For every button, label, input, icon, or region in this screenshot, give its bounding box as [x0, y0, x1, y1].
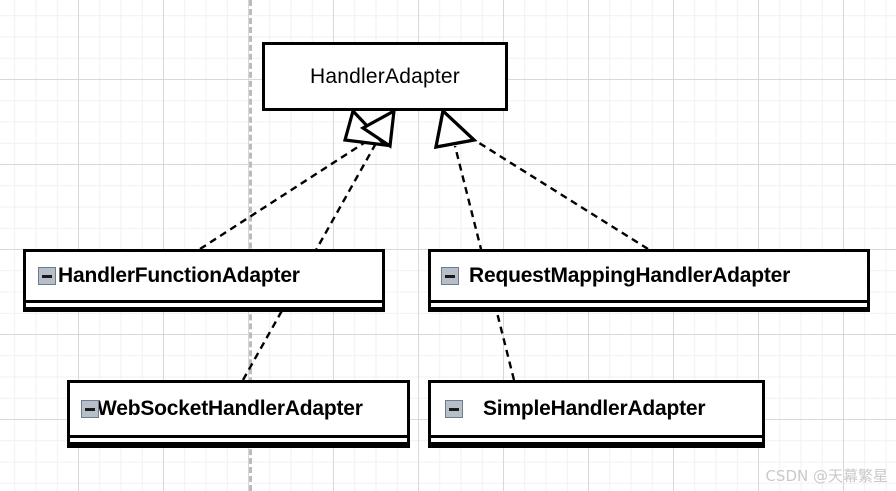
class-name-cell: HandlerAdapter	[265, 45, 505, 108]
watermark-text: CSDN @天幕繁星	[765, 467, 888, 485]
class-box-simple-handler-adapter[interactable]: SimpleHandlerAdapter	[428, 380, 765, 448]
collapse-minus-icon[interactable]	[38, 267, 56, 285]
class-name-label: WebSocketHandlerAdapter	[97, 397, 363, 420]
class-box-websocket-handler-adapter[interactable]: WebSocketHandlerAdapter	[67, 380, 410, 448]
class-name-cell: SimpleHandlerAdapter	[431, 383, 762, 435]
class-name-label: SimpleHandlerAdapter	[483, 397, 706, 420]
class-box-request-mapping-handler-adapter[interactable]: RequestMappingHandlerAdapter	[428, 249, 870, 312]
attributes-compartment	[431, 300, 867, 307]
class-name-cell: RequestMappingHandlerAdapter	[431, 252, 867, 300]
edge-websocket-handler-adapter	[241, 108, 396, 381]
attributes-compartment	[26, 300, 382, 307]
class-name-label: HandlerAdapter	[310, 64, 460, 88]
edge-handler-function-adapter	[199, 107, 390, 251]
class-box-handler-adapter[interactable]: HandlerAdapter	[262, 42, 508, 111]
class-box-handler-function-adapter[interactable]: HandlerFunctionAdapter	[23, 249, 385, 312]
operations-compartment	[70, 442, 407, 449]
class-name-cell: WebSocketHandlerAdapter	[70, 383, 407, 435]
class-name-cell: HandlerFunctionAdapter	[26, 252, 382, 300]
operations-compartment	[431, 307, 867, 314]
collapse-minus-icon[interactable]	[81, 400, 99, 418]
inheritance-arrowhead-2	[433, 107, 478, 149]
operations-compartment	[26, 307, 382, 314]
collapse-minus-icon[interactable]	[445, 400, 463, 418]
operations-compartment	[431, 442, 762, 449]
edge-simple-handler-adapter	[433, 107, 516, 381]
class-name-label: HandlerFunctionAdapter	[58, 264, 300, 287]
inheritance-arrowhead	[433, 107, 478, 149]
edge-request-mapping-handler-adapter	[433, 107, 649, 251]
attributes-compartment	[70, 435, 407, 442]
collapse-minus-icon[interactable]	[441, 267, 459, 285]
attributes-compartment	[431, 435, 762, 442]
inheritance-arrowhead	[359, 108, 396, 149]
class-name-label: RequestMappingHandlerAdapter	[469, 264, 791, 287]
inheritance-arrowhead	[342, 107, 390, 148]
